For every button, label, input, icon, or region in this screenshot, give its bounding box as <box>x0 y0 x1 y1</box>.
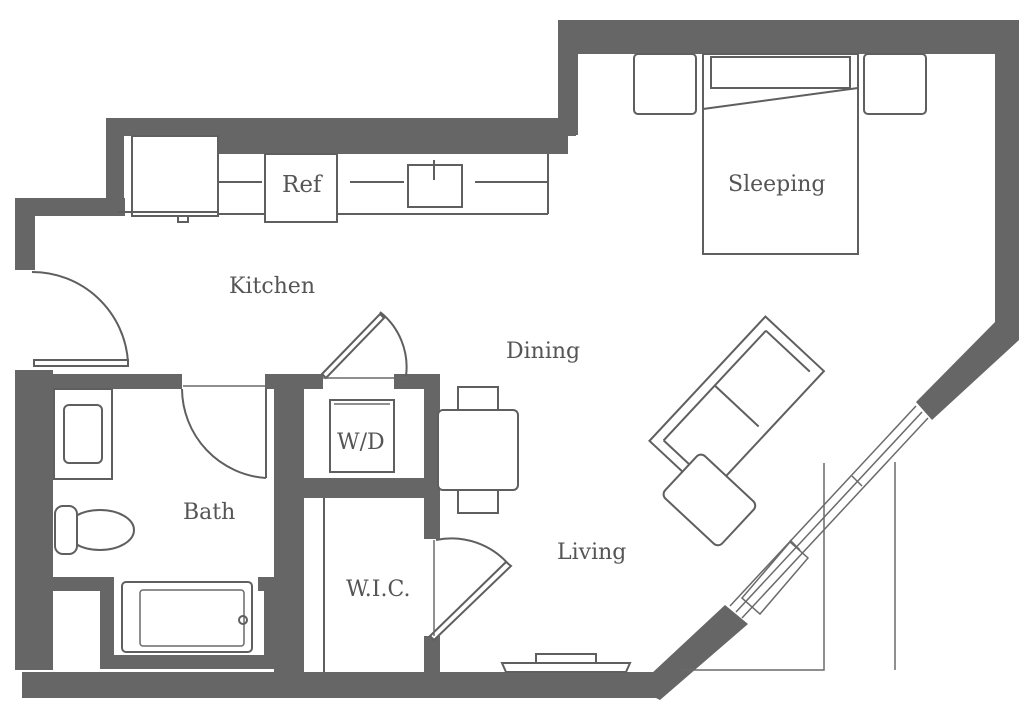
bed-set <box>633 53 927 255</box>
ottoman <box>662 453 757 547</box>
media-console <box>500 653 632 673</box>
interior-walls <box>15 374 440 676</box>
room-label-dining: Dining <box>506 339 581 364</box>
sofa <box>648 315 826 497</box>
wd-door <box>320 311 408 380</box>
kitchen-fixtures <box>118 135 549 223</box>
refrigerator <box>264 153 338 223</box>
bath-sink <box>63 404 103 464</box>
room-label-living: Living <box>557 540 627 565</box>
bathtub <box>121 581 253 653</box>
exterior-walls <box>15 20 1019 700</box>
room-label-sleeping: Sleeping <box>728 172 826 197</box>
entry-door <box>31 270 129 367</box>
bath-fixtures <box>53 385 270 653</box>
room-label-wic: W.I.C. <box>346 577 411 602</box>
window-diagonal <box>729 405 929 619</box>
room-label-kitchen: Kitchen <box>229 274 315 299</box>
wic-fixtures <box>323 498 513 672</box>
dining-table <box>437 386 519 514</box>
washer-dryer <box>329 399 395 473</box>
room-label-ref: Ref <box>282 172 322 198</box>
room-label-bath: Bath <box>183 500 236 525</box>
room-label-wd: W/D <box>337 430 385 455</box>
balcony-outline <box>680 463 825 671</box>
